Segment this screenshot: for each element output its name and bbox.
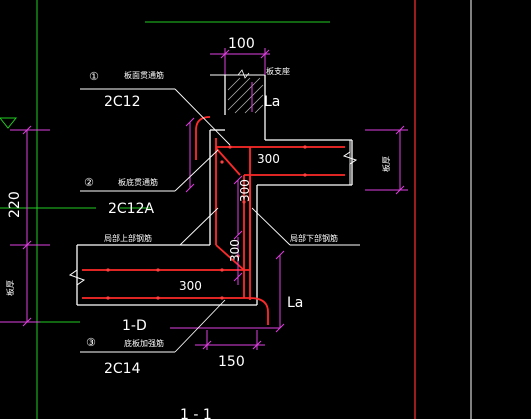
dim-bottom-slab-300: 300 xyxy=(179,279,202,293)
callout-3-bar: 2C14 xyxy=(104,361,141,377)
callout-2-label: 板底贯通筋 xyxy=(118,177,158,187)
label-right-side: 板厚 xyxy=(381,156,391,172)
dim-bottom-anchor: La xyxy=(287,295,303,311)
callout-3-label: 底板加强筋 xyxy=(124,338,164,348)
callout-1-label: 板面贯通筋 xyxy=(124,70,164,80)
callout-3-number: ③ xyxy=(86,336,96,349)
label-left-side: 板厚 xyxy=(5,280,15,296)
label-step-upper: 局部上部钢筋 xyxy=(104,233,152,243)
section-tag: 1-D xyxy=(122,318,147,334)
dim-top-anchor: La xyxy=(264,94,280,110)
dim-bottom-width: 150 xyxy=(218,354,245,370)
callout-1-bar: 2C12 xyxy=(104,94,141,110)
dim-slab-300: 300 xyxy=(257,152,280,166)
dimension-lines xyxy=(0,48,408,350)
section-title: 1 - 1 xyxy=(180,407,212,419)
dim-vert-300-a: 300 xyxy=(238,179,252,202)
callout-2-bar: 2C12A xyxy=(108,201,154,217)
label-step-lower: 局部下部钢筋 xyxy=(290,233,338,243)
dim-side-220: 220 xyxy=(7,191,23,218)
concrete-outline xyxy=(76,75,353,306)
upper-wall-hatch xyxy=(225,69,265,114)
callout-2-number: ② xyxy=(84,176,94,189)
callout-1-number: ① xyxy=(89,70,99,83)
rebar-dots xyxy=(106,145,307,300)
break-symbols xyxy=(68,140,358,305)
leader-lines xyxy=(80,74,360,353)
label-top-right: 板支座 xyxy=(266,66,290,76)
dim-top-width: 100 xyxy=(228,36,255,52)
dim-vert-300-b: 300 xyxy=(228,239,242,262)
